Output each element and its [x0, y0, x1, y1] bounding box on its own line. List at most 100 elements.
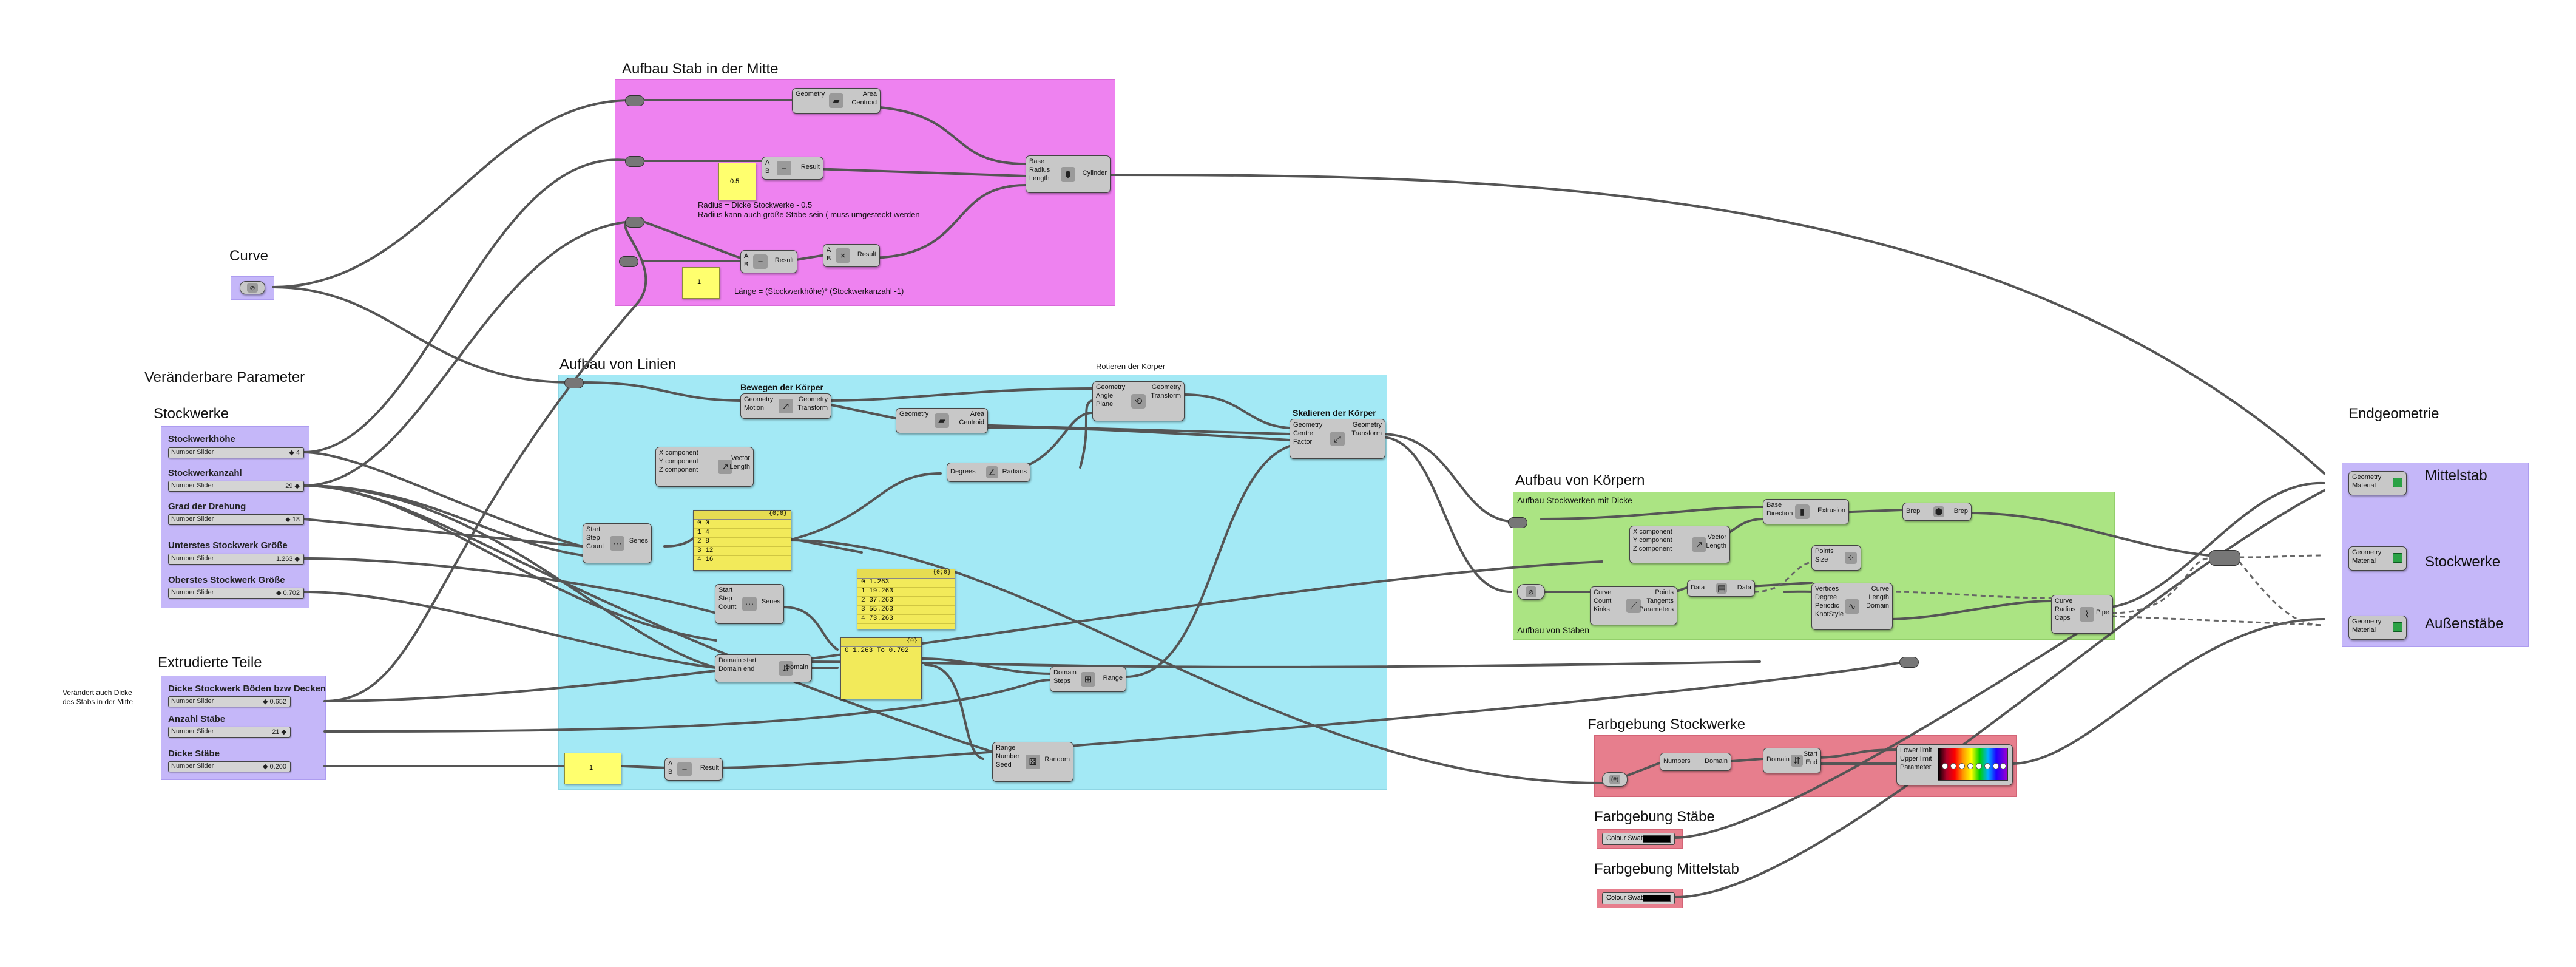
port-in[interactable]: B — [765, 168, 770, 175]
port-out[interactable]: Range — [1103, 674, 1123, 682]
port-in[interactable]: Radius — [2055, 606, 2076, 613]
port-in[interactable]: Start — [718, 586, 733, 594]
port-in[interactable]: Brep — [1906, 507, 1921, 515]
gradient-grip[interactable] — [1950, 762, 1956, 769]
port-in[interactable]: Step — [586, 534, 600, 541]
port-in[interactable]: Motion — [744, 404, 765, 412]
port-in[interactable]: Range — [996, 744, 1016, 752]
gradient-bar[interactable] — [1938, 748, 2008, 781]
port-out[interactable]: Random — [1044, 756, 1070, 763]
port-in[interactable]: Step — [718, 595, 732, 602]
port-in[interactable]: Numbers — [1663, 758, 1691, 765]
port-in[interactable]: B — [744, 261, 749, 268]
port-out[interactable]: Transform — [1151, 392, 1181, 399]
port-out[interactable]: Area — [862, 90, 877, 98]
port-out[interactable]: Points — [1655, 589, 1674, 596]
port-in[interactable]: Upper limit — [1900, 755, 1932, 762]
port-out[interactable]: Extrusion — [1817, 507, 1845, 514]
port-in[interactable]: Factor — [1293, 438, 1313, 446]
port-out[interactable]: Result — [700, 764, 719, 772]
port-out[interactable]: Radians — [1002, 468, 1027, 475]
port-out[interactable]: Tangents — [1646, 597, 1674, 605]
port-in[interactable]: Seed — [996, 761, 1012, 769]
port-in[interactable]: Y component — [659, 458, 698, 465]
port-in[interactable]: X component — [659, 449, 698, 456]
port-in[interactable]: Geometry — [2352, 473, 2382, 481]
port-out[interactable]: Transform — [1351, 430, 1382, 437]
relay-8[interactable] — [2209, 550, 2240, 566]
port-out[interactable]: Result — [800, 163, 820, 171]
port-out[interactable]: Domain — [1866, 602, 1889, 609]
slider-stockwerkhoehe[interactable]: Number Slider◆ 4 — [168, 447, 304, 458]
port-in[interactable]: Caps — [2055, 614, 2071, 622]
port-out[interactable]: Transform — [797, 404, 828, 412]
port-in[interactable]: Direction — [1766, 510, 1793, 517]
port-in[interactable]: Domain start — [718, 657, 757, 664]
bounds-component[interactable]: Numbers Domain — [1660, 753, 1731, 771]
port-in[interactable]: A — [765, 159, 770, 166]
group-aufbau-linien[interactable] — [558, 375, 1387, 790]
port-in[interactable]: Radius — [1029, 166, 1050, 174]
port-in[interactable]: Material — [2352, 482, 2376, 489]
port-in[interactable]: Domain end — [718, 665, 755, 673]
port-in[interactable]: A — [827, 246, 831, 254]
port-in[interactable]: Base — [1766, 501, 1782, 509]
port-out[interactable]: Vector — [731, 455, 750, 462]
port-out[interactable]: Domain — [1705, 758, 1728, 765]
port-in[interactable]: Material — [2352, 626, 2376, 634]
radians-component[interactable]: Degrees ∠ Radians — [947, 463, 1030, 482]
port-in[interactable]: Plane — [1096, 401, 1114, 408]
gradient-grip[interactable] — [1942, 762, 1948, 769]
slider-oberstes[interactable]: Number Slider◆ 0.702 — [168, 588, 304, 599]
port-in[interactable]: Base — [1029, 158, 1045, 165]
port-in[interactable]: Domain — [1766, 756, 1790, 763]
port-in[interactable]: Geometry — [899, 410, 929, 418]
port-in[interactable]: Material — [2352, 557, 2376, 565]
brep-component[interactable]: Brep ⬢ Brep — [1902, 503, 1972, 521]
slider-dicke-stockwerk[interactable]: Number Slider◆ 0.652 — [168, 696, 291, 707]
port-in[interactable]: Count — [718, 603, 737, 611]
port-in[interactable]: KnotStyle — [1815, 611, 1844, 618]
relay-7[interactable] — [1899, 657, 1919, 668]
port-out[interactable]: Length — [1868, 594, 1889, 601]
port-out[interactable]: Start — [1803, 750, 1817, 758]
port-out[interactable]: Length — [1706, 542, 1726, 549]
panel-series-1[interactable]: {0;0} 0 0 1 4 2 8 3 12 4 16 — [693, 510, 791, 571]
port-in[interactable]: Periodic — [1815, 602, 1839, 609]
port-out[interactable]: Area — [970, 410, 984, 418]
port-in[interactable]: Start — [586, 526, 601, 533]
relay-3[interactable] — [625, 217, 644, 228]
port-out[interactable]: Centroid — [851, 99, 877, 106]
port-out[interactable]: Cylinder — [1082, 169, 1107, 177]
relay-1[interactable] — [625, 95, 644, 106]
port-in[interactable]: Z component — [659, 466, 698, 473]
relay-5[interactable] — [564, 378, 584, 388]
port-in[interactable]: Geometry — [2352, 549, 2382, 556]
port-out[interactable]: Pipe — [2095, 609, 2109, 616]
port-in[interactable]: Y component — [1633, 537, 1672, 544]
port-out[interactable]: Geometry — [1151, 384, 1181, 391]
port-out[interactable]: Parameters — [1639, 606, 1674, 613]
port-in[interactable]: Degree — [1815, 594, 1837, 601]
port-out[interactable]: Result — [857, 251, 876, 258]
port-out[interactable]: Vector — [1707, 534, 1726, 541]
port-in[interactable]: Points — [1815, 548, 1834, 555]
